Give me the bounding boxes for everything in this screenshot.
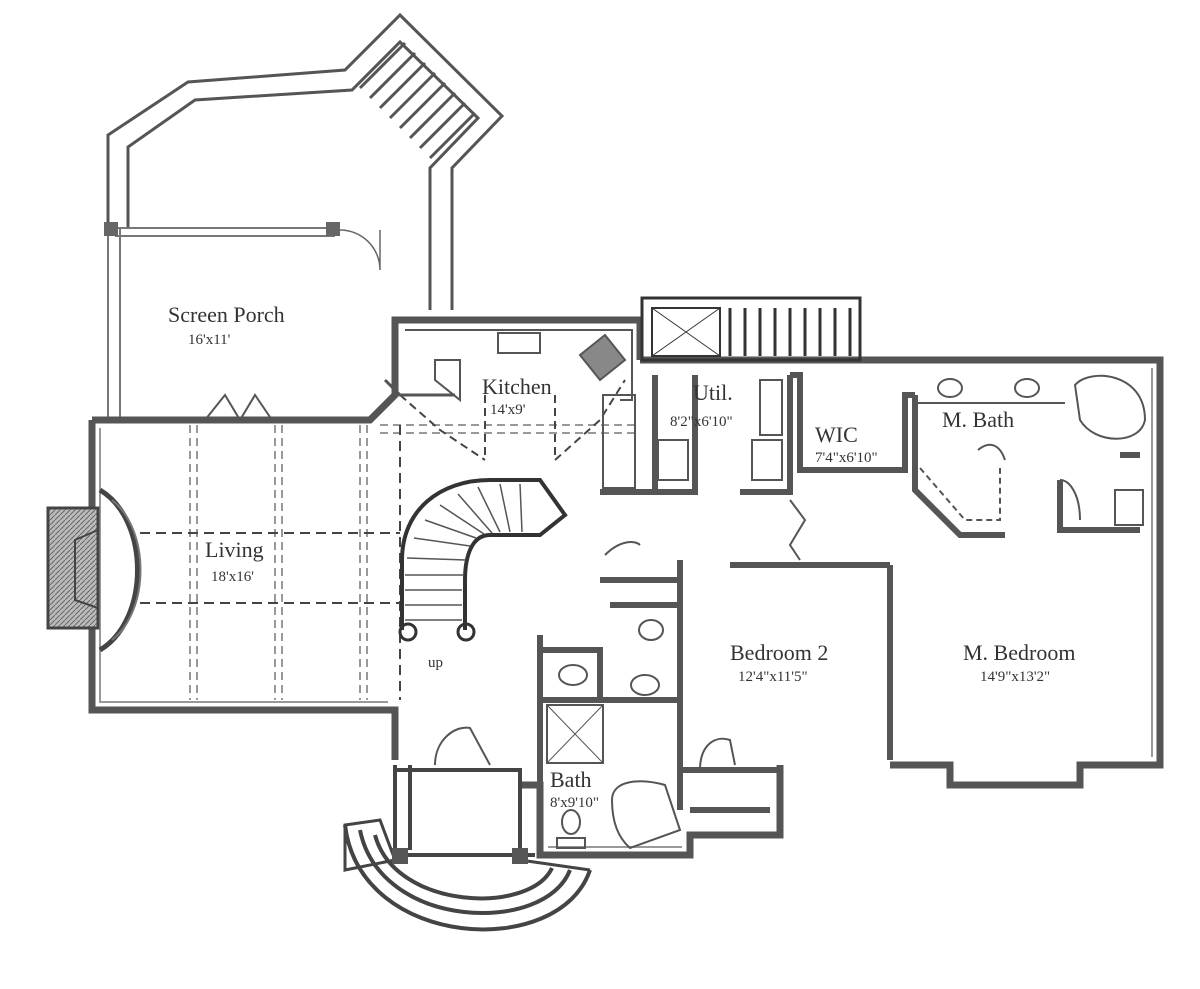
room-dims-bath: 8'x9'10" [550,795,599,811]
spiral-stair [398,478,568,642]
kitchen-island [399,379,626,461]
kitchen-door-swing [383,378,455,397]
spiral-stair-treads [405,483,523,621]
porch-door-swing [339,229,381,271]
kitchen-counter [405,329,636,489]
room-dims-kitchen: 14'x9' [490,402,526,418]
m-bath-fixtures [915,374,1147,526]
room-dims-screen-porch: 16'x11' [188,332,231,348]
room-dims-m-bedroom: 14'9"x13'2" [980,669,1050,685]
util-fixtures [657,379,783,481]
screen-porch-screens [107,227,335,420]
room-name-m-bath: M. Bath [942,407,1014,432]
entry-post [512,848,528,864]
front-entry [343,765,592,932]
porch-post [104,222,118,236]
bath-fixtures [546,619,682,850]
stair-up-label: up [428,655,443,671]
entry-steps [343,818,591,872]
room-name-kitchen: Kitchen [482,374,552,399]
fireplace [46,487,142,653]
porch-post [326,222,340,236]
room-name-m-bedroom: M. Bedroom [963,640,1075,665]
interior-walls [537,372,1140,855]
room-name-util: Util. [693,380,733,405]
porch-french-door [204,393,273,421]
room-name-bedroom-2: Bedroom 2 [730,640,828,665]
room-name-living: Living [205,537,264,562]
entry-post [392,848,408,864]
room-name-bath: Bath [550,767,592,792]
room-dims-util: 8'2"x6'10" [670,414,733,430]
porch-stair [358,41,477,160]
door-swings [434,443,1081,771]
screen-porch-walls [106,12,505,310]
living-beams [189,424,640,700]
room-name-screen-porch: Screen Porch [168,302,285,327]
room-dims-living: 18'x16' [211,569,254,585]
main-top-stair [640,296,862,362]
room-dims-wic: 7'4"x6'10" [815,450,878,466]
room-name-wic: WIC [815,422,858,447]
room-dims-bedroom-2: 12'4"x11'5" [738,669,808,685]
